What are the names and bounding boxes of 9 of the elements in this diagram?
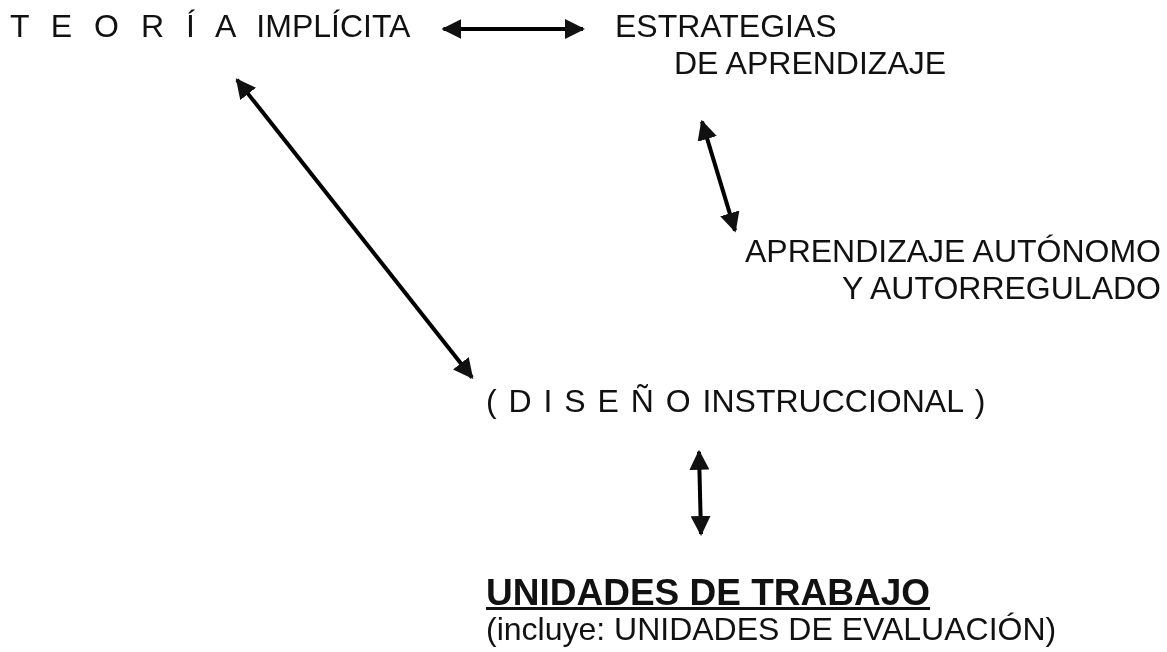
double-arrow: [441, 19, 585, 39]
double-arrow: [689, 449, 711, 536]
concept-text: APRENDIZAJE AUTÓNOMO Y AUTORREGULADO: [743, 233, 1161, 307]
double-arrow: [697, 119, 740, 233]
heading-text: UNIDADES DE TRABAJO: [486, 574, 931, 613]
concept-text: (incluye: UNIDADES DE EVALUACIÓN): [486, 612, 1057, 647]
concept-text: ( D I S E Ñ O INSTRUCCIONAL ): [486, 383, 986, 420]
double-arrow: [235, 78, 474, 379]
concept-text: T E O R Í A IMPLÍCITA: [10, 8, 411, 45]
